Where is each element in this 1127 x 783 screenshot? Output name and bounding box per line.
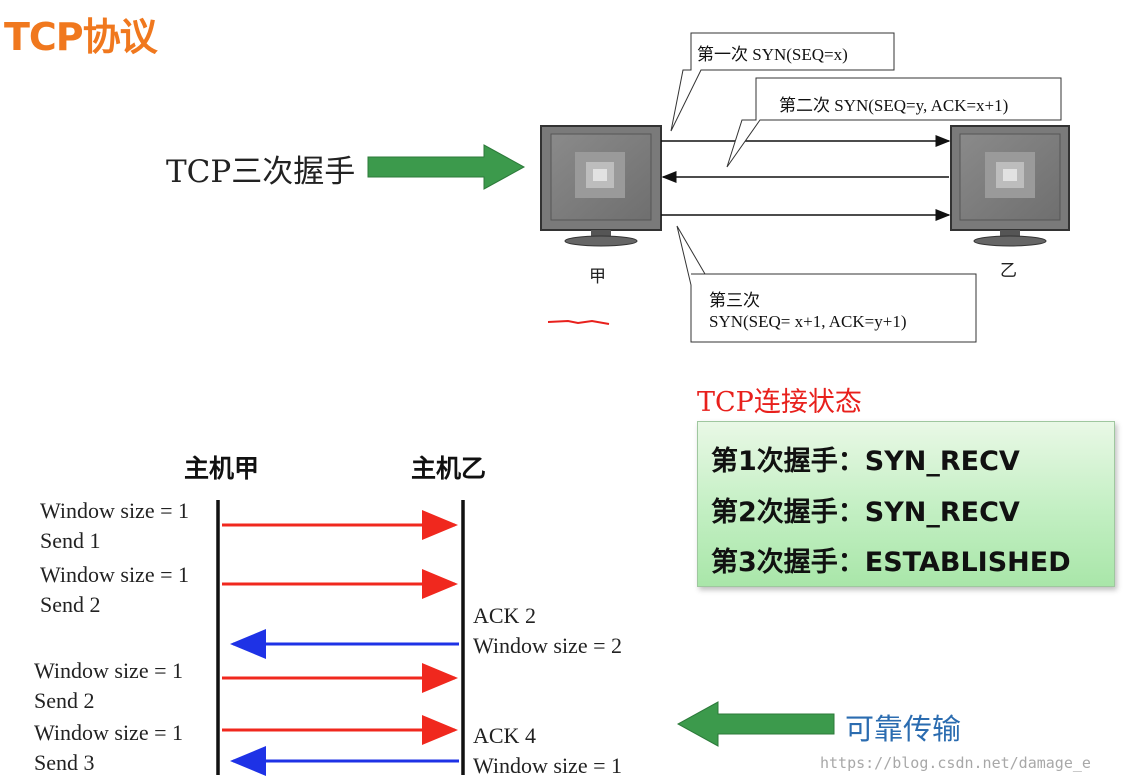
callout-third-text: SYN(SEQ= x+1, ACK=y+1) <box>709 312 907 331</box>
flow-left-label: Send 2 <box>40 592 101 617</box>
state-line: 第1次握手：SYN_RECV <box>711 446 1020 477</box>
callout-second <box>726 77 1062 168</box>
flow-left-label: Window size = 1 <box>40 562 189 587</box>
host-a-label: 主机甲 <box>184 454 260 483</box>
callout-first <box>670 32 895 132</box>
state-title: TCP连接状态 <box>697 387 862 418</box>
handshake-label: TCP三次握手 <box>166 154 356 190</box>
computer-right-icon <box>950 125 1070 247</box>
flow-left-label: Send 2 <box>34 688 95 713</box>
watermark: https://blog.csdn.net/damage_e <box>820 754 1091 772</box>
flow-left-label: Window size = 1 <box>34 658 183 683</box>
handshake-arrow <box>367 144 526 190</box>
flow-left-label: Send 3 <box>34 750 95 775</box>
callout-first-text: 第一次 SYN(SEQ=x) <box>697 45 848 64</box>
callout-third-title: 第三次 <box>709 291 760 310</box>
state-line: 第3次握手：ESTABLISHED <box>711 547 1071 578</box>
host-b-label: 主机乙 <box>411 454 487 483</box>
red-scribble <box>547 319 610 325</box>
flow-right-label: Window size = 1 <box>473 753 622 778</box>
callout-second-text: 第二次 SYN(SEQ=y, ACK=x+1) <box>779 96 1009 115</box>
state-line: 第2次握手：SYN_RECV <box>711 497 1020 528</box>
callout-third <box>676 225 977 343</box>
reliable-arrow <box>676 701 835 747</box>
flow-right-label: ACK 4 <box>473 723 536 748</box>
flow-left-label: Window size = 1 <box>40 498 189 523</box>
flow-left-label: Send 1 <box>40 528 101 553</box>
computer-right-label: 乙 <box>1000 261 1017 281</box>
flow-right-label: Window size = 2 <box>473 633 622 658</box>
flow-left-label: Window size = 1 <box>34 720 183 745</box>
computer-left-label: 甲 <box>589 267 606 287</box>
computer-left-icon <box>540 125 662 247</box>
slide-title: TCP协议 <box>4 15 158 59</box>
flow-right-label: ACK 2 <box>473 603 536 628</box>
reliable-label: 可靠传输 <box>845 712 962 746</box>
state-box: 第1次握手：SYN_RECV 第2次握手：SYN_RECV 第3次握手：ESTA… <box>697 421 1115 587</box>
